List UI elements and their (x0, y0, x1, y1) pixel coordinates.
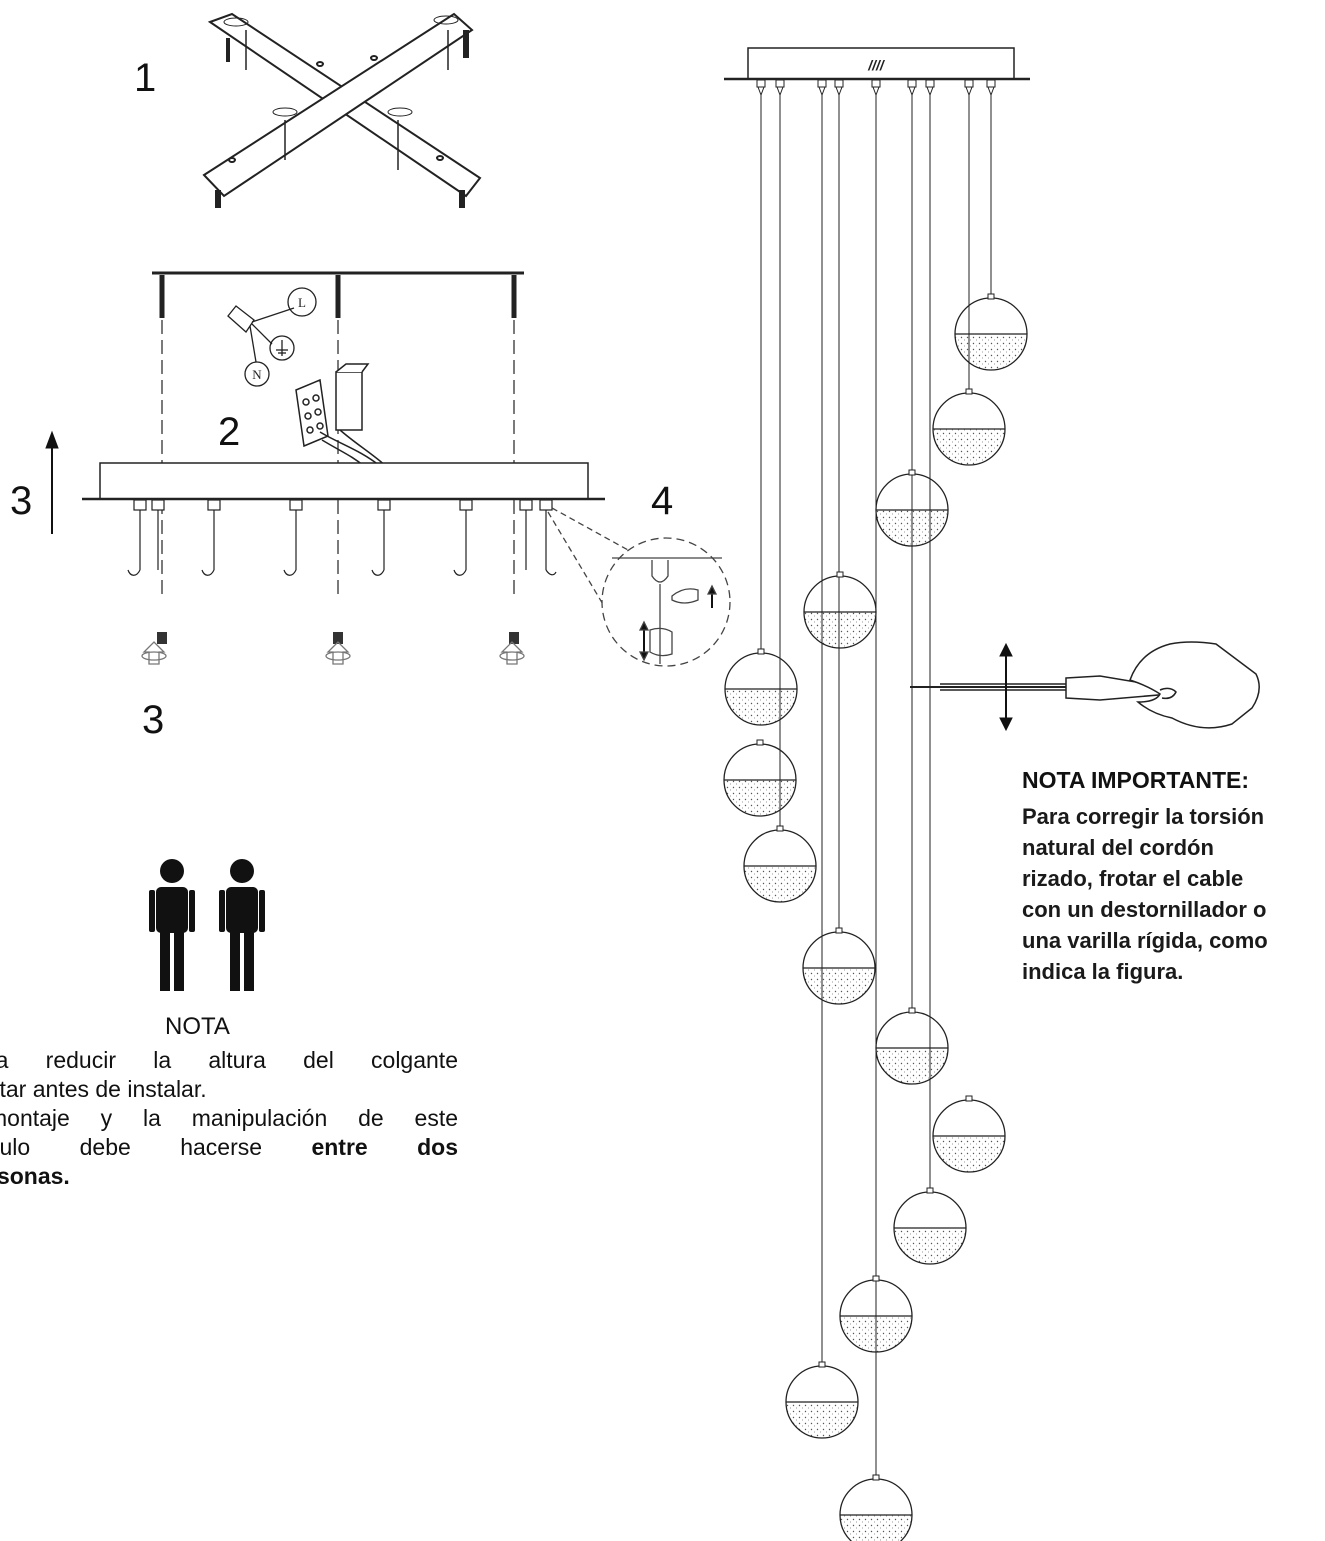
note-line-1: ra reducir la altura del colgante (0, 1047, 458, 1073)
pendant-globe (875, 469, 949, 547)
step-1-number: 1 (134, 56, 157, 100)
live-label: L (298, 295, 306, 310)
pendant-globe (723, 739, 797, 817)
adjust-detail-circle (547, 507, 731, 667)
pendant-globe (724, 648, 798, 726)
pendant-globe (932, 388, 1006, 466)
important-line-1: Para corregir la torsión (1022, 804, 1265, 829)
pendant-globe (839, 1275, 913, 1353)
pendant-globe (802, 927, 876, 1005)
note-line-4-text: culo debe hacerse (0, 1134, 312, 1160)
pendant-globe (839, 1474, 913, 1541)
pendant-globe (785, 1361, 859, 1439)
pendant-globe (743, 825, 817, 903)
pendant-globe (893, 1187, 967, 1265)
note-title: NOTA (165, 1013, 230, 1040)
pendant-lamps (723, 79, 1028, 1541)
note-text: ra reducir la altura del colgante star a… (0, 1046, 458, 1191)
cord-grip (756, 79, 766, 97)
cord-grip (871, 79, 881, 97)
cord-grip (986, 79, 996, 97)
note-line-4: culo debe hacerse entre dos (0, 1133, 458, 1162)
important-line-5: una varilla rígida, como (1022, 928, 1268, 953)
knurled-nuts (157, 632, 519, 644)
cord-grip (925, 79, 935, 97)
important-note-title: NOTA IMPORTANTE: (1022, 767, 1249, 793)
two-persons-icon (149, 859, 265, 991)
pendant-globe (803, 571, 877, 649)
neutral-label: N (252, 367, 262, 382)
step-2-number: 2 (218, 410, 241, 454)
note-line-5: rsonas. (0, 1163, 70, 1189)
up-arrow-icon (45, 430, 59, 534)
wiring-connection-icon: L N (227, 287, 317, 387)
step-3-bottom-number: 3 (142, 698, 165, 742)
step-3-arrow-number: 3 (10, 479, 33, 523)
step-4-number: 4 (651, 479, 674, 523)
screwdriver-hand-icon (910, 641, 1260, 729)
note-line-3: montaje y la manipulación de este (0, 1105, 458, 1131)
cross-bracket (202, 12, 482, 208)
pendant-globe (954, 293, 1028, 371)
important-line-3: rizado, frotar el cable (1022, 866, 1244, 891)
cable-grips (127, 499, 557, 576)
important-note-text: Para corregir la torsión natural del cor… (1022, 801, 1268, 987)
up-down-arrow-icon (999, 642, 1013, 732)
note-line-2: star antes de instalar. (0, 1076, 207, 1102)
pendant-canopy: //// (724, 47, 1030, 81)
cord-grip (817, 79, 827, 97)
note-line-4-bold: entre dos (311, 1134, 458, 1160)
pendant-globe (875, 1007, 949, 1085)
cord-grip (775, 79, 785, 97)
cord-grip (834, 79, 844, 97)
important-line-4: con un destornillador o (1022, 897, 1267, 922)
rotate-arrow-icon (141, 641, 525, 665)
canopy-base (82, 462, 605, 501)
terminal-block-icon (295, 363, 387, 467)
pendant-globe (932, 1095, 1006, 1173)
important-line-6: indica la figura. (1022, 959, 1184, 984)
important-line-2: natural del cordón (1022, 835, 1214, 860)
cord-grip (964, 79, 974, 97)
canopy-mark: //// (867, 57, 886, 73)
cord-grip (907, 79, 917, 97)
mounting-plate (152, 271, 524, 600)
